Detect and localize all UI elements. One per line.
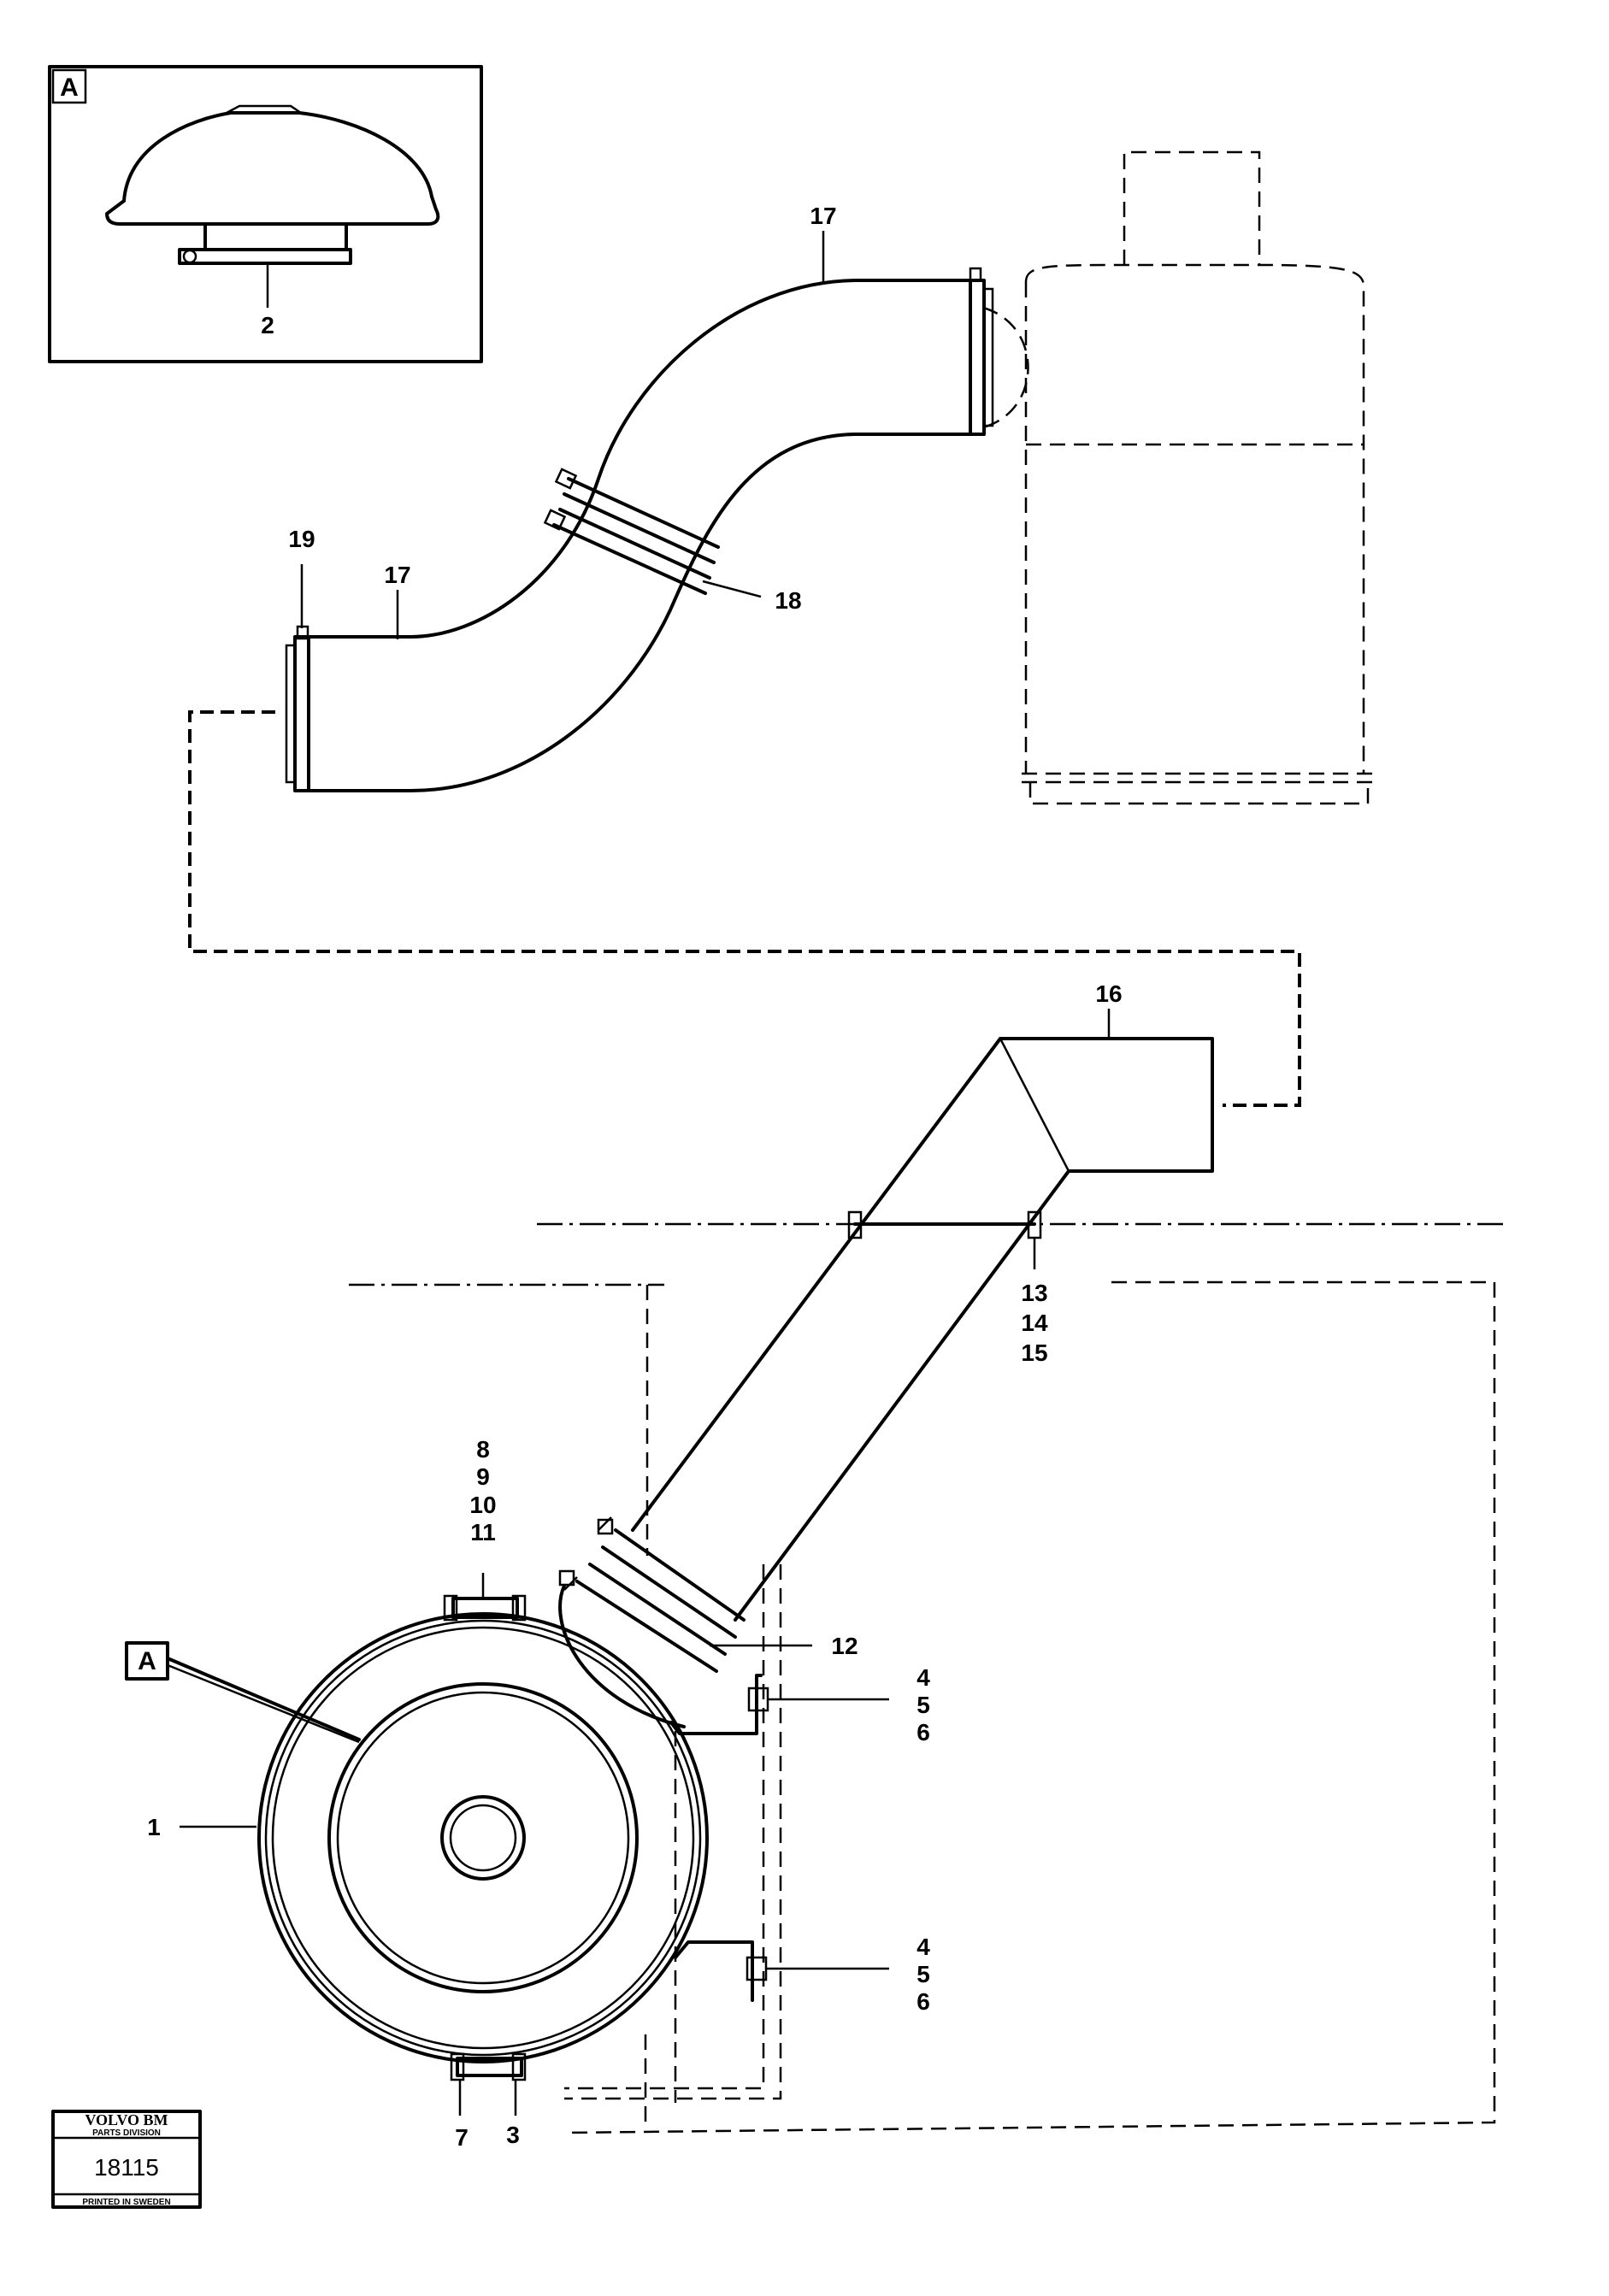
callout-15: 15 bbox=[1021, 1339, 1047, 1366]
callout-8: 8 bbox=[476, 1436, 490, 1463]
callout-2: 2 bbox=[261, 312, 274, 339]
bracket-upper bbox=[669, 1674, 889, 1735]
view-marker-a bbox=[125, 1641, 361, 1744]
callout-10: 10 bbox=[469, 1492, 496, 1518]
callout-19: 19 bbox=[288, 526, 315, 552]
routing-connection bbox=[188, 710, 1301, 1107]
callout-9: 9 bbox=[476, 1463, 490, 1490]
callout-7: 7 bbox=[455, 2124, 469, 2151]
callout-11: 11 bbox=[470, 1519, 496, 1545]
upper-leaders bbox=[300, 231, 825, 639]
bracket-lower bbox=[674, 1940, 889, 2002]
callout-1: 1 bbox=[147, 1814, 161, 1840]
callout-17-lower: 17 bbox=[384, 562, 410, 588]
callout-4-upper: 4 bbox=[916, 1664, 930, 1691]
detail-view-label: A bbox=[60, 74, 79, 102]
volvo-stamp bbox=[51, 2110, 202, 2209]
stamp-footer: PRINTED IN SWEDEN bbox=[82, 2198, 170, 2207]
callout-16: 16 bbox=[1095, 980, 1122, 1007]
callout-18: 18 bbox=[775, 587, 801, 614]
callout-5-upper: 5 bbox=[916, 1692, 930, 1718]
callout-4-lower: 4 bbox=[916, 1934, 930, 1960]
stamp-number: 18115 bbox=[94, 2154, 159, 2181]
detail-view-a: A 2 bbox=[48, 65, 483, 363]
callout-17-upper: 17 bbox=[810, 203, 836, 229]
callout-5-lower: 5 bbox=[916, 1961, 930, 1987]
stamp-division: PARTS DIVISION bbox=[92, 2128, 161, 2138]
view-marker-label: A bbox=[138, 1647, 156, 1675]
air-cleaner-outline bbox=[982, 150, 1374, 805]
callout-14: 14 bbox=[1021, 1310, 1048, 1336]
callout-3: 3 bbox=[506, 2122, 520, 2148]
stamp-brand: VOLVO BM bbox=[85, 2111, 168, 2128]
callout-12: 12 bbox=[831, 1633, 858, 1659]
bracket-bar bbox=[847, 1210, 1042, 1269]
callout-13: 13 bbox=[1021, 1280, 1047, 1306]
callout-6-lower: 6 bbox=[916, 1988, 930, 2015]
callout-6-upper: 6 bbox=[916, 1719, 930, 1746]
upper-hose bbox=[285, 267, 994, 792]
air-cleaner-cap bbox=[105, 104, 440, 308]
lower-tube bbox=[558, 1037, 1214, 1728]
filter-housing bbox=[257, 1594, 709, 2116]
